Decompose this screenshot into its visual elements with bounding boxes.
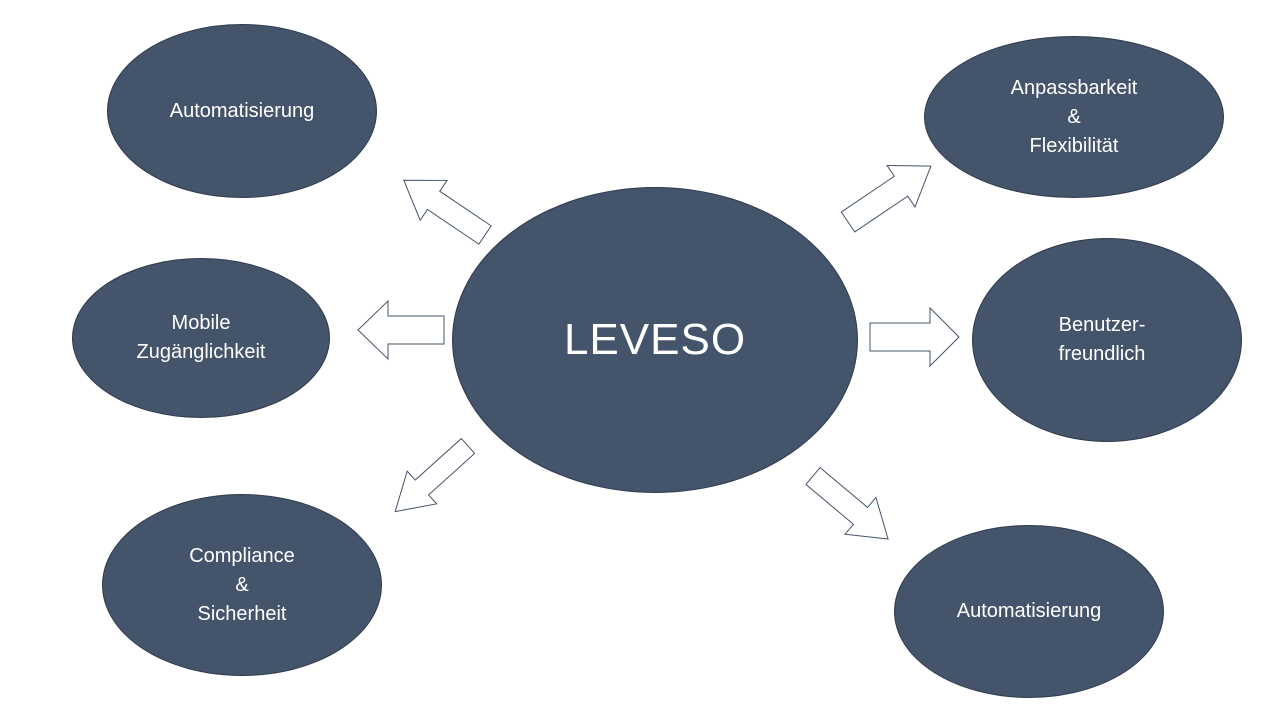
node-middle-left: Mobile Zugänglichkeit — [72, 258, 330, 418]
arrow-to-top-right — [840, 164, 932, 233]
node-top-right-line-2: & — [1067, 105, 1081, 128]
node-bottom-left-line-3: Sicherheit — [197, 602, 287, 625]
node-bottom-left-line-2: & — [235, 573, 249, 596]
arrow-to-top-left — [403, 179, 492, 245]
node-bottom-left: Compliance & Sicherheit — [102, 494, 382, 676]
node-bottom-right: Automatisierung — [894, 525, 1164, 698]
node-top-right-line-1: Anpassbarkeit — [1010, 76, 1138, 99]
node-middle-right: Benutzer- freundlich — [972, 238, 1242, 442]
node-top-left: Automatisierung — [107, 24, 377, 198]
node-middle-left-line-2: Zugänglichkeit — [136, 341, 266, 363]
node-middle-left-line-1: Mobile — [171, 312, 231, 334]
arrow-to-bottom-right — [805, 466, 889, 540]
node-middle-right-line-2: freundlich — [1058, 343, 1146, 365]
arrow-to-middle-right — [869, 306, 960, 368]
node-top-left-label: Automatisierung — [169, 99, 315, 122]
node-top-right: Anpassbarkeit & Flexibilität — [924, 36, 1224, 198]
node-bottom-left-line-1: Compliance — [189, 544, 295, 567]
node-top-right-line-3: Flexibilität — [1029, 134, 1119, 157]
arrow-to-bottom-left — [394, 437, 476, 513]
arrow-to-middle-left — [357, 299, 445, 361]
center-node-label: LEVESO — [563, 315, 747, 364]
node-middle-right-line-1: Benutzer- — [1058, 314, 1146, 336]
node-bottom-right-label: Automatisierung — [956, 600, 1102, 622]
center-node: LEVESO — [452, 187, 858, 493]
